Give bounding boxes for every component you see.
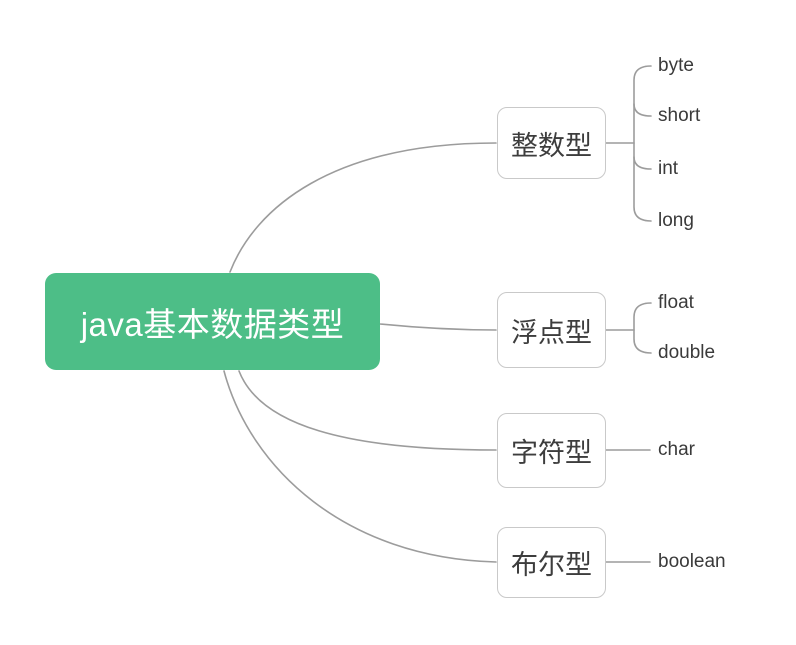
edge-float-bracket: [633, 302, 652, 354]
node-float-type[interactable]: 浮点型: [497, 292, 606, 368]
edge-hook-short: [633, 103, 652, 117]
edge-root-to-char: [238, 370, 497, 451]
node-long[interactable]: long: [658, 210, 694, 231]
node-double[interactable]: double: [658, 342, 716, 363]
edge-root-to-boolean: [223, 370, 497, 563]
edge-hook-int: [633, 156, 652, 170]
node-integer-type[interactable]: 整数型: [497, 107, 606, 179]
node-char[interactable]: char: [658, 439, 695, 460]
node-byte[interactable]: byte: [658, 55, 694, 76]
node-short[interactable]: short: [658, 105, 701, 126]
node-boolean[interactable]: boolean: [658, 551, 726, 572]
node-char-type[interactable]: 字符型: [497, 413, 606, 488]
node-boolean-type[interactable]: 布尔型: [497, 527, 606, 598]
node-int[interactable]: int: [658, 158, 679, 179]
node-root-java-basic-types[interactable]: java基本数据类型: [45, 273, 380, 370]
edge-integer-bracket: [633, 65, 652, 222]
edge-root-to-float: [379, 323, 497, 331]
edge-root-to-integer: [229, 142, 497, 273]
node-float[interactable]: float: [658, 292, 694, 313]
